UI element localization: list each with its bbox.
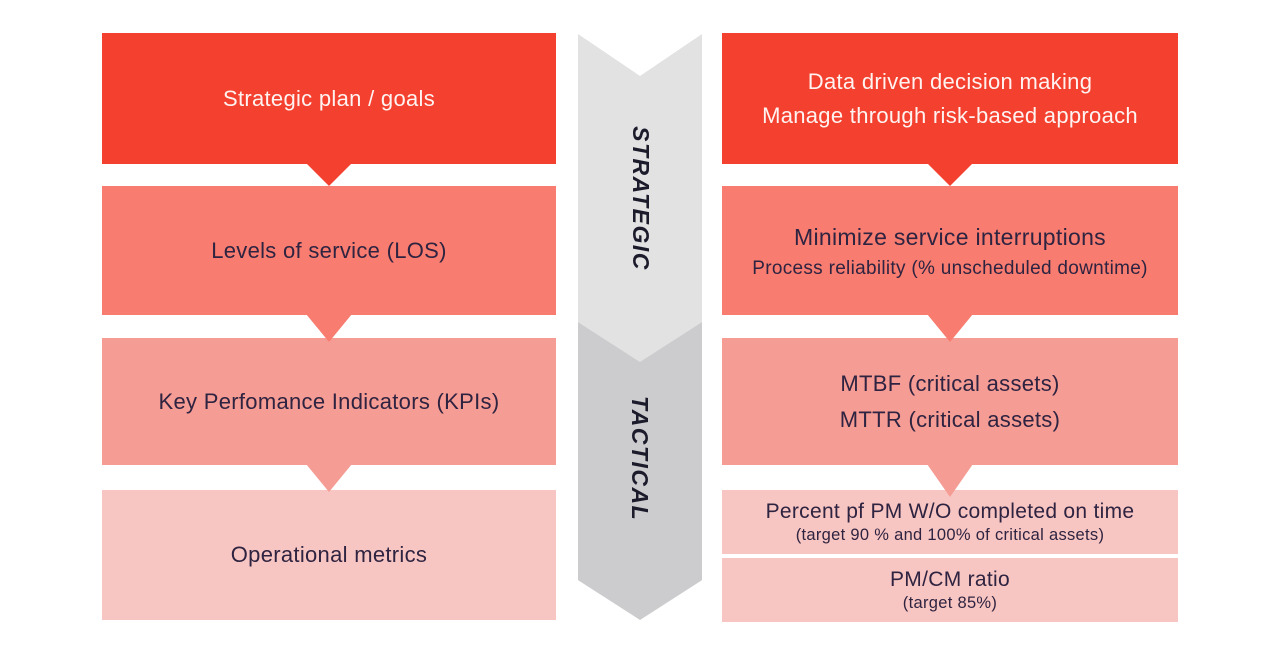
box-pm-wo-completion-target: (target 90 % and 100% of critical assets… [795, 525, 1105, 544]
box-pm-wo-completion: Percent pf PM W/O completed on time (tar… [722, 490, 1178, 554]
box-kpis-label: Key Perfomance Indicators (KPIs) [158, 388, 500, 414]
box-mtbf-line: MTBF (critical assets) [840, 370, 1060, 396]
box-data-driven-line1: Data driven decision making [807, 68, 1093, 94]
down-triangle-connector-left-3 [306, 464, 352, 492]
box-data-driven-decisions: Data driven decision making Manage throu… [722, 33, 1178, 164]
box-operational-metrics-label: Operational metrics [230, 542, 428, 567]
box-strategic-plan-label: Strategic plan / goals [222, 85, 436, 111]
box-data-driven-line2: Manage through risk-based approach [762, 102, 1138, 128]
down-triangle-connector-right-1 [927, 163, 973, 186]
tactical-chevron-arrow: TACTICAL [578, 322, 702, 620]
strategic-chevron-band: STRATEGIC [578, 34, 702, 362]
box-strategic-plan: Strategic plan / goals [102, 33, 556, 164]
box-pm-cm-ratio: PM/CM ratio (target 85%) [722, 558, 1178, 622]
tactical-band-label: TACTICAL [627, 395, 654, 521]
box-pm-cm-ratio-target: (target 85%) [902, 593, 998, 612]
box-minimize-interruptions-line2: Process reliability (% unscheduled downt… [752, 257, 1148, 279]
box-pm-wo-completion-line1: Percent pf PM W/O completed on time [765, 499, 1135, 523]
box-mttr-line: MTTR (critical assets) [839, 406, 1061, 432]
strategic-band-label: STRATEGIC [627, 125, 654, 271]
box-operational-metrics: Operational metrics [102, 490, 556, 620]
box-minimize-interruptions: Minimize service interruptions Process r… [722, 186, 1178, 315]
box-levels-of-service-label: Levels of service (LOS) [211, 237, 447, 263]
box-pm-cm-ratio-line1: PM/CM ratio [890, 567, 1010, 591]
down-triangle-connector-left-1 [306, 163, 352, 186]
box-levels-of-service: Levels of service (LOS) [102, 186, 556, 315]
box-kpis: Key Perfomance Indicators (KPIs) [102, 338, 556, 465]
box-mtbf-mttr: MTBF (critical assets) MTTR (critical as… [722, 338, 1178, 465]
box-minimize-interruptions-line1: Minimize service interruptions [794, 223, 1106, 250]
